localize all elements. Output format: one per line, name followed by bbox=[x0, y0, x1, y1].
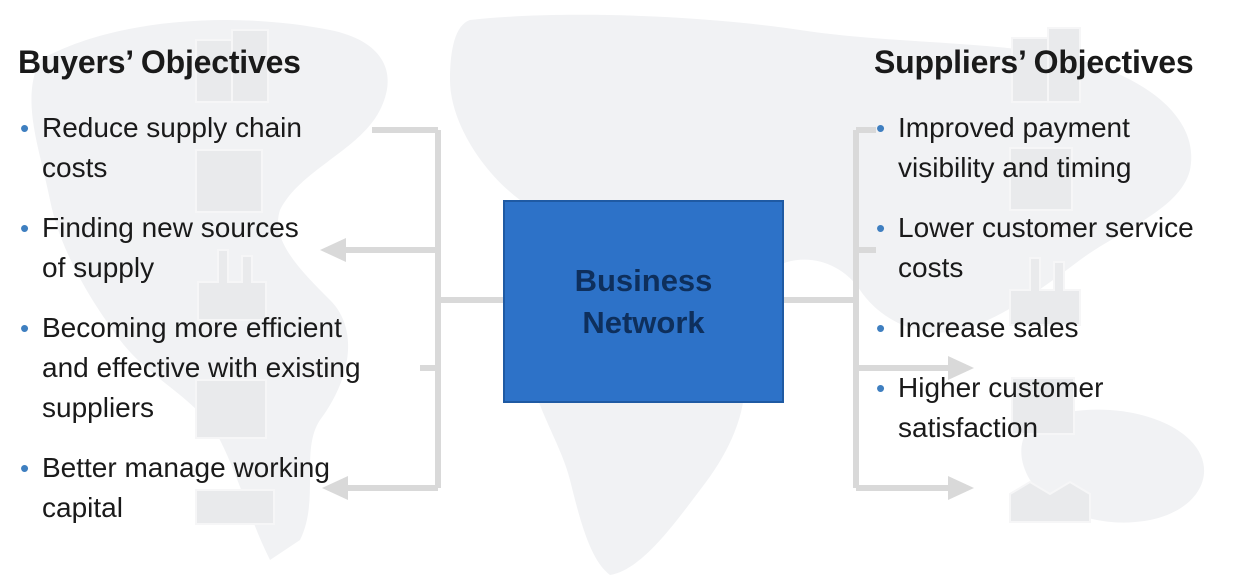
office-tower-icon bbox=[1009, 147, 1073, 211]
office-tower-icon bbox=[195, 149, 263, 213]
business-network-label: Business Network bbox=[574, 262, 713, 340]
left-arrow-4-icon bbox=[322, 476, 348, 500]
left-arrow-2-icon bbox=[320, 238, 346, 262]
office-tower-icon bbox=[1011, 377, 1075, 435]
buyers-objectives-list: • Reduce supply chain costs • Finding ne… bbox=[18, 108, 438, 528]
bullet-icon: • bbox=[20, 313, 30, 343]
bullet-icon: • bbox=[876, 373, 886, 403]
objective-text: Lower customer service costs bbox=[898, 212, 1194, 283]
bullet-icon: • bbox=[20, 113, 30, 143]
suppliers-objectives-heading: Suppliers’ Objectives bbox=[874, 44, 1194, 80]
suppliers-objectives-list: • Improved payment visibility and timing… bbox=[874, 108, 1256, 448]
objective-text: Higher customer satisfaction bbox=[898, 372, 1104, 443]
connectors bbox=[340, 127, 950, 491]
bullet-icon: • bbox=[20, 213, 30, 243]
list-item: • Finding new sources of supply bbox=[18, 208, 438, 288]
objective-text: Increase sales bbox=[898, 312, 1079, 343]
objective-text: Becoming more efficient and effective wi… bbox=[42, 312, 361, 423]
bullet-icon: • bbox=[876, 313, 886, 343]
warehouse-icon bbox=[195, 489, 275, 525]
right-arrow-3-icon bbox=[948, 356, 974, 380]
list-item: • Higher customer satisfaction bbox=[874, 368, 1256, 448]
list-item: • Lower customer service costs bbox=[874, 208, 1256, 288]
factory-icon bbox=[1009, 257, 1081, 326]
objective-text: Improved payment visibility and timing bbox=[898, 112, 1132, 183]
list-item: • Reduce supply chain costs bbox=[18, 108, 438, 188]
office-building-icon bbox=[195, 29, 269, 103]
business-network-box: Business Network bbox=[503, 200, 784, 403]
list-item: • Improved payment visibility and timing bbox=[874, 108, 1256, 188]
building-icons-watermark bbox=[195, 27, 1091, 525]
list-item: • Better manage working capital bbox=[18, 448, 438, 528]
office-building-icon bbox=[1011, 27, 1081, 103]
office-tower-icon bbox=[195, 379, 267, 439]
warehouse-icon bbox=[1009, 480, 1091, 523]
buyers-objectives-heading: Buyers’ Objectives bbox=[18, 44, 301, 80]
list-item: • Increase sales bbox=[874, 308, 1256, 348]
bullet-icon: • bbox=[876, 113, 886, 143]
list-item: • Becoming more efficient and effective … bbox=[18, 308, 438, 428]
bullet-icon: • bbox=[20, 453, 30, 483]
arrowheads bbox=[320, 238, 974, 500]
objective-text: Reduce supply chain costs bbox=[42, 112, 302, 183]
objective-text: Finding new sources of supply bbox=[42, 212, 299, 283]
factory-icon bbox=[197, 249, 267, 321]
bullet-icon: • bbox=[876, 213, 886, 243]
right-arrow-4-icon bbox=[948, 476, 974, 500]
objective-text: Better manage working capital bbox=[42, 452, 330, 523]
